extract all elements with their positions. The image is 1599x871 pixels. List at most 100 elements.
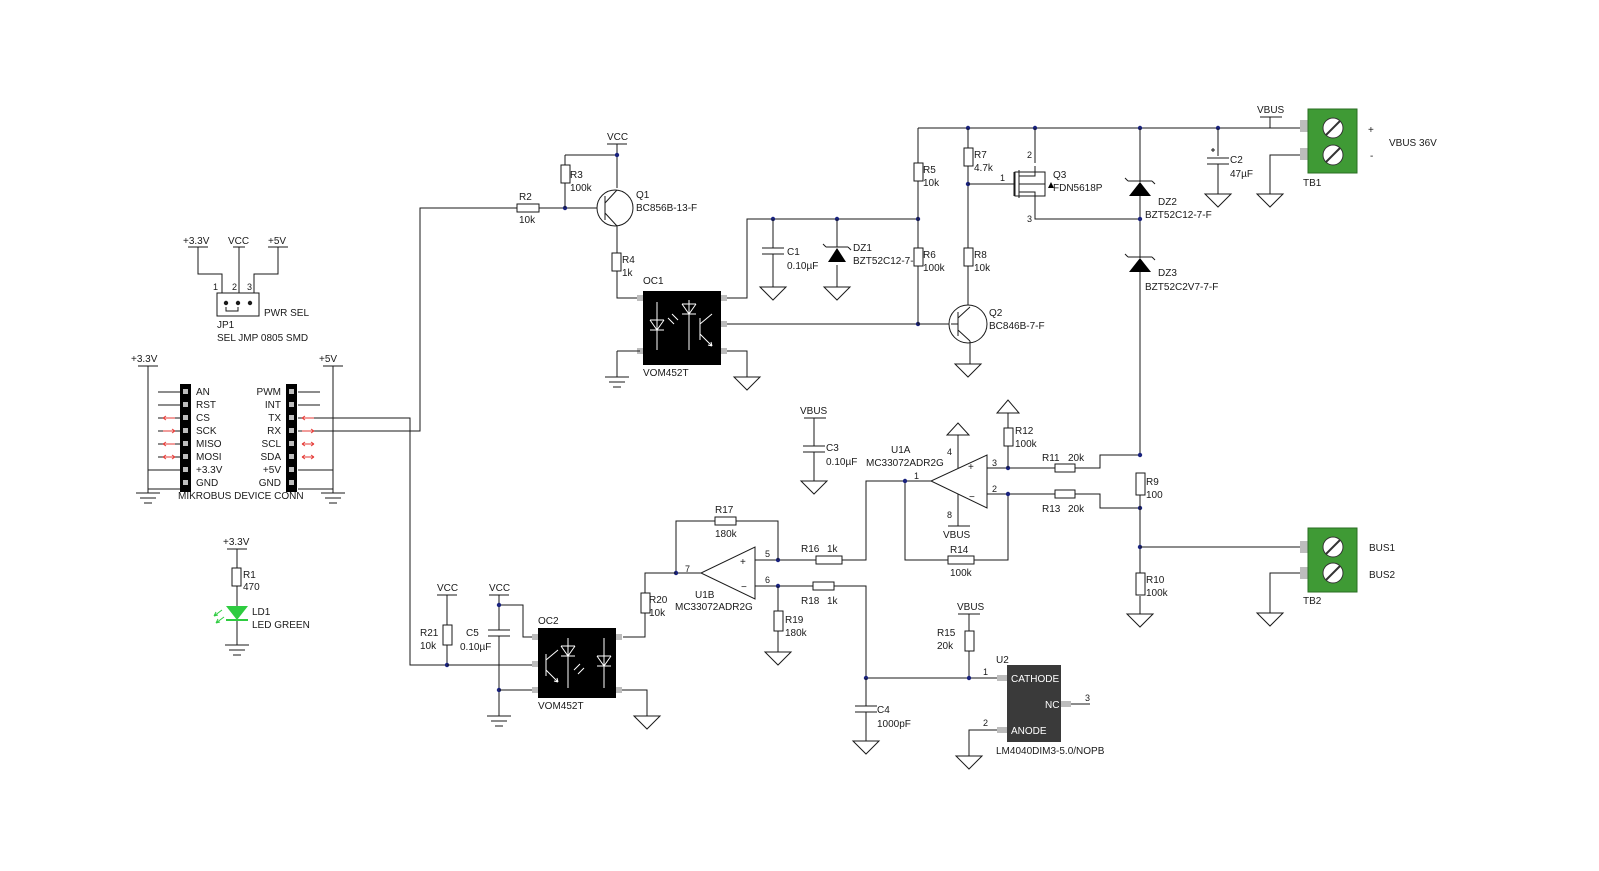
r6-ref: R6 — [923, 250, 936, 261]
u1a-pin-1: 1 — [914, 471, 919, 481]
tb2-pin1-label: BUS1 — [1369, 543, 1396, 554]
r18-ref: R18 — [801, 596, 820, 607]
r21-value: 10k — [420, 641, 437, 652]
r10-value: 100k — [1146, 588, 1169, 599]
r11-ref: R11 — [1042, 453, 1060, 464]
r4-value: 1k — [622, 268, 634, 279]
oc1-value: VOM452T — [643, 368, 689, 379]
q3-pin-2: 2 — [1027, 150, 1032, 160]
vbus-net-label: VBUS — [1257, 105, 1285, 116]
r14-value: 100k — [950, 568, 973, 579]
c1-value: 0.10µF — [787, 261, 818, 272]
mb-left-3v3: +3.3V — [196, 465, 223, 476]
mb-left-miso: MISO — [196, 439, 222, 450]
r14-ref: R14 — [950, 545, 969, 556]
u1b-pin-6: 6 — [765, 575, 770, 585]
r9-ref: R9 — [1146, 477, 1159, 488]
u2-cathode-pin: CATHODE — [1011, 674, 1059, 685]
mb-right-sda: SDA — [260, 452, 281, 463]
u1a-value: MC33072ADR2G — [866, 458, 944, 469]
vbus-protection: DZ2 BZT52C12-7-F DZ3 BZT52C2V7-7-F C2 47… — [1124, 105, 1305, 455]
r19-value: 180k — [785, 628, 808, 639]
q1-vcc-label: VCC — [607, 132, 628, 143]
mb-right-scl: SCL — [262, 439, 282, 450]
u1b-plus: + — [740, 557, 746, 568]
r6-value: 100k — [923, 263, 946, 274]
jp1-power-select: +3.3V VCC +5V 1 2 3 PWR SEL JP1 SEL JMP … — [183, 236, 309, 344]
u2-pin-3: 3 — [1085, 693, 1090, 703]
op-amp-u1a: VBUS C3 0.10µF + − U1A MC33072ADR2G VBUS… — [799, 399, 1305, 628]
oc2-value: VOM452T — [538, 701, 584, 712]
r21-vcc-label: VCC — [437, 583, 458, 594]
net-label-5v: +5V — [268, 236, 286, 247]
jp1-ref: JP1 — [217, 320, 235, 331]
r8-ref: R8 — [974, 250, 987, 261]
q1-value: BC856B-13-F — [636, 203, 697, 214]
c5-ref: C5 — [466, 628, 479, 639]
led-green-icon — [226, 606, 248, 620]
r10-ref: R10 — [1146, 575, 1165, 586]
r1-value: 470 — [243, 582, 260, 593]
r16-value: 1k — [827, 544, 839, 555]
r5-ref: R5 — [923, 165, 936, 176]
u2-vbus-label: VBUS — [957, 602, 985, 613]
q2-value: BC846B-7-F — [989, 321, 1045, 332]
u2-ref: U2 — [996, 655, 1009, 666]
c3-value: 0.10µF — [826, 457, 857, 468]
c5-vcc-label: VCC — [489, 583, 510, 594]
terminal-block-tb2: BUS1 BUS2 TB2 — [1300, 527, 1396, 607]
r21-ref: R21 — [420, 628, 439, 639]
u1a-pin-3: 3 — [992, 458, 997, 468]
u1a-pin-8: 8 — [947, 510, 952, 520]
u1b-minus: − — [741, 582, 747, 593]
dz2-value: BZT52C12-7-F — [1145, 210, 1212, 221]
u1a-ref: U1A — [891, 445, 911, 456]
c3-ref: C3 — [826, 443, 839, 454]
optocoupler-oc1: OC1 VOM452T — [605, 218, 918, 391]
r15-ref: R15 — [937, 628, 956, 639]
mb-left-mosi: MOSI — [196, 452, 222, 463]
mb-left-rst: RST — [196, 400, 216, 411]
mb-right-gnd: GND — [259, 478, 281, 489]
oc1-load-network: C1 0.10µF DZ1 BZT52C12-7-F R5 10k R6 100… — [758, 128, 951, 327]
c4-value: 1000pF — [877, 719, 911, 730]
net-label-vcc: VCC — [228, 236, 249, 247]
r18-value: 1k — [827, 596, 839, 607]
ld1-value: LED GREEN — [252, 620, 310, 631]
r3-ref: R3 — [570, 170, 583, 181]
q3-value: FDN5618P — [1053, 183, 1103, 194]
c2-ref: C2 — [1230, 155, 1243, 166]
u2-nc-pin: NC — [1045, 700, 1059, 711]
mb-right-pwm: PWM — [257, 387, 281, 398]
u1b-ref: U1B — [695, 590, 715, 601]
tb1-ref: TB1 — [1303, 178, 1322, 189]
r3-value: 100k — [570, 183, 593, 194]
terminal-block-tb1: + - VBUS 36V TB1 — [1300, 108, 1437, 189]
c1-ref: C1 — [787, 247, 800, 258]
u1b-pin-7: 7 — [685, 564, 690, 574]
r20-ref: R20 — [649, 595, 668, 606]
mikrobus-title: MIKROBUS DEVICE CONN — [178, 491, 304, 502]
r5-value: 10k — [923, 178, 940, 189]
c3-vbus-label: VBUS — [800, 406, 828, 417]
r17-ref: R17 — [715, 505, 734, 516]
mb-right-rx: RX — [267, 426, 281, 437]
q2-ref: Q2 — [989, 308, 1003, 319]
tb1-minus: - — [1370, 151, 1373, 162]
mb-right-5v: +5V — [263, 465, 281, 476]
r7-ref: R7 — [974, 150, 987, 161]
mb-left-sck: SCK — [196, 426, 217, 437]
r11-value: 20k — [1068, 453, 1085, 464]
ld1-ref: LD1 — [252, 607, 271, 618]
r8-value: 10k — [974, 263, 991, 274]
mikrobus-5v-label: +5V — [319, 354, 337, 365]
mikrobus-connector: +3.3V +5V AN RST CS SCK MISO MOSI +3.3V … — [131, 207, 517, 666]
dz3-value: BZT52C2V7-7-F — [1145, 282, 1218, 293]
q3-pin-1: 1 — [1000, 173, 1005, 183]
oc1-ref: OC1 — [643, 276, 664, 287]
tb2-pin2-label: BUS2 — [1369, 570, 1396, 581]
r13-value: 20k — [1068, 504, 1085, 515]
r15-value: 20k — [937, 641, 954, 652]
r4-ref: R4 — [622, 255, 635, 266]
